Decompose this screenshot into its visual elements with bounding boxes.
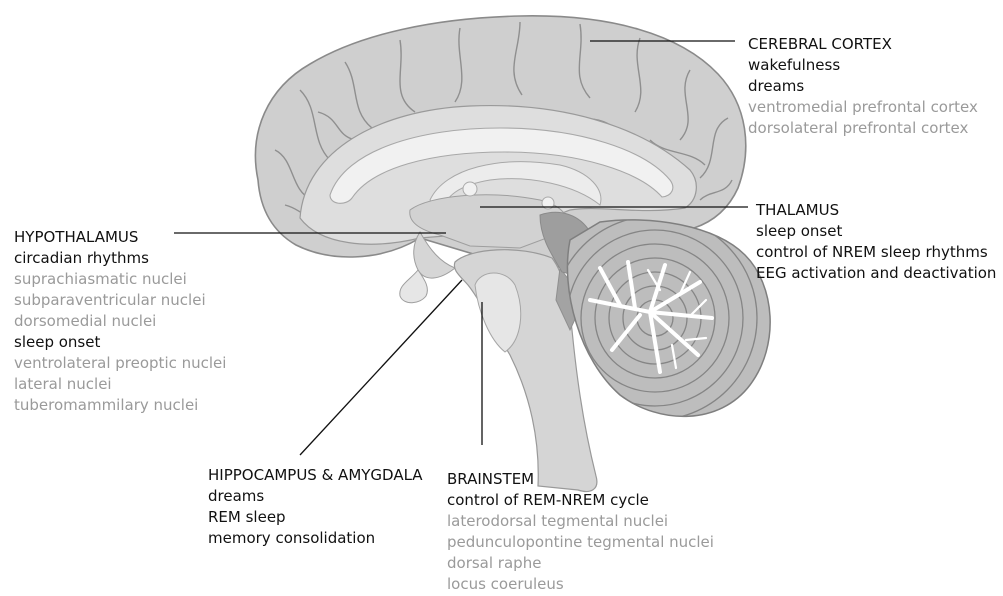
cerebral-cortex-item: wakefulness xyxy=(748,55,978,76)
cerebral-cortex-label-block: CEREBRAL CORTEX wakefulness dreams ventr… xyxy=(748,34,978,139)
cerebral-cortex-item: dreams xyxy=(748,76,978,97)
brainstem-item: pedunculopontine tegmental nuclei xyxy=(447,532,714,553)
hippocampus-amygdala-title: HIPPOCAMPUS & AMYGDALA xyxy=(208,465,423,486)
hypothalamus-item: sleep onset xyxy=(14,332,226,353)
hypothalamus-item: suprachiasmatic nuclei xyxy=(14,269,226,290)
hypothalamus-item: subparaventricular nuclei xyxy=(14,290,226,311)
cerebral-cortex-item: dorsolateral prefrontal cortex xyxy=(748,118,978,139)
thalamus-item: control of NREM sleep rhythms xyxy=(756,242,996,263)
hippocampus-amygdala-item: memory consolidation xyxy=(208,528,423,549)
brainstem-title: BRAINSTEM xyxy=(447,469,714,490)
hypothalamus-item: tuberomammilary nuclei xyxy=(14,395,226,416)
hypothalamus-title: HYPOTHALAMUS xyxy=(14,227,226,248)
hippocampus-leader-line xyxy=(300,280,462,455)
brainstem-item: laterodorsal tegmental nuclei xyxy=(447,511,714,532)
thalamus-title: THALAMUS xyxy=(756,200,996,221)
thalamus-item: sleep onset xyxy=(756,221,996,242)
hypothalamus-label-block: HYPOTHALAMUS circadian rhythms suprachia… xyxy=(14,227,226,416)
hypothalamus-item: lateral nuclei xyxy=(14,374,226,395)
brainstem-item: locus coeruleus xyxy=(447,574,714,595)
thalamic-adhesion xyxy=(463,182,477,196)
thalamus-item: EEG activation and deactivation xyxy=(756,263,996,284)
hippocampus-amygdala-item: REM sleep xyxy=(208,507,423,528)
brainstem-label-block: BRAINSTEM control of REM-NREM cycle late… xyxy=(447,469,714,595)
cerebral-cortex-title: CEREBRAL CORTEX xyxy=(748,34,978,55)
hypothalamus-item: circadian rhythms xyxy=(14,248,226,269)
cerebellum-region xyxy=(567,220,770,417)
cerebral-cortex-item: ventromedial prefrontal cortex xyxy=(748,97,978,118)
hippocampus-amygdala-item: dreams xyxy=(208,486,423,507)
brainstem-item: dorsal raphe xyxy=(447,553,714,574)
thalamus-label-block: THALAMUS sleep onset control of NREM sle… xyxy=(756,200,996,284)
brainstem-item: control of REM-NREM cycle xyxy=(447,490,714,511)
hypothalamus-item: ventrolateral preoptic nuclei xyxy=(14,353,226,374)
hippocampus-amygdala-label-block: HIPPOCAMPUS & AMYGDALA dreams REM sleep … xyxy=(208,465,423,549)
hypothalamus-item: dorsomedial nuclei xyxy=(14,311,226,332)
